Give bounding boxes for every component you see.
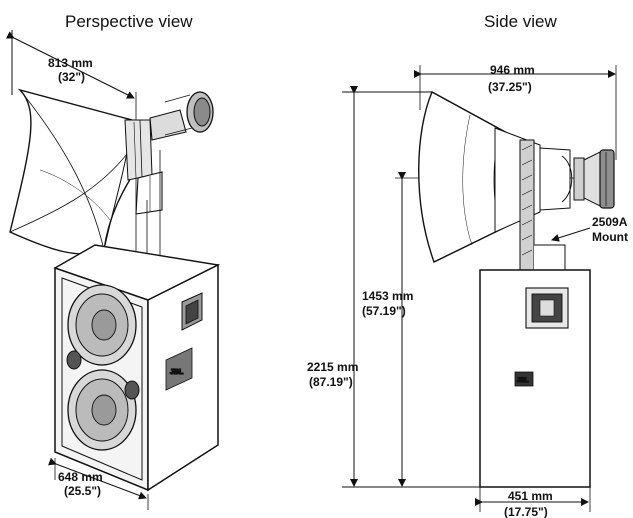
side-driver xyxy=(539,147,615,211)
depth-mm-label: 813 mm xyxy=(48,56,93,70)
side-view-title: Side view xyxy=(484,12,557,31)
mount-part-label: 2509A xyxy=(592,215,628,229)
perspective-horn xyxy=(9,88,153,255)
total-height-in-label: (87.19") xyxy=(309,375,353,389)
horn-length-in-label: (37.25") xyxy=(488,80,532,94)
side-view: JBL xyxy=(342,65,617,512)
perspective-view-title: Perspective view xyxy=(65,12,193,31)
perspective-driver xyxy=(149,91,214,141)
cabinet-width-mm-label: 451 mm xyxy=(508,489,553,503)
perspective-view: JBL xyxy=(5,30,221,510)
perspective-cabinet: JBL xyxy=(53,244,221,492)
mount-label: Mount xyxy=(592,230,628,244)
total-height-mm-label: 2215 mm xyxy=(307,360,358,374)
side-mount xyxy=(519,139,566,271)
perspective-logo: JBL xyxy=(170,369,184,376)
depth-in-label: (32") xyxy=(58,70,85,84)
mount-callout-arrow xyxy=(551,227,591,242)
width-dimension-line xyxy=(48,457,147,500)
width-mm-label: 648 mm xyxy=(58,470,103,484)
horn-length-mm-label: 946 mm xyxy=(490,63,535,77)
side-logo: JBL xyxy=(517,378,529,384)
side-cabinet: JBL xyxy=(479,269,591,488)
mid-height-in-label: (57.19") xyxy=(362,304,406,318)
cabinet-width-in-label: (17.75") xyxy=(504,505,548,518)
width-in-label: (25.5") xyxy=(64,484,101,498)
mid-height-mm-label: 1453 mm xyxy=(362,289,413,303)
depth-dimension-line xyxy=(5,31,135,99)
